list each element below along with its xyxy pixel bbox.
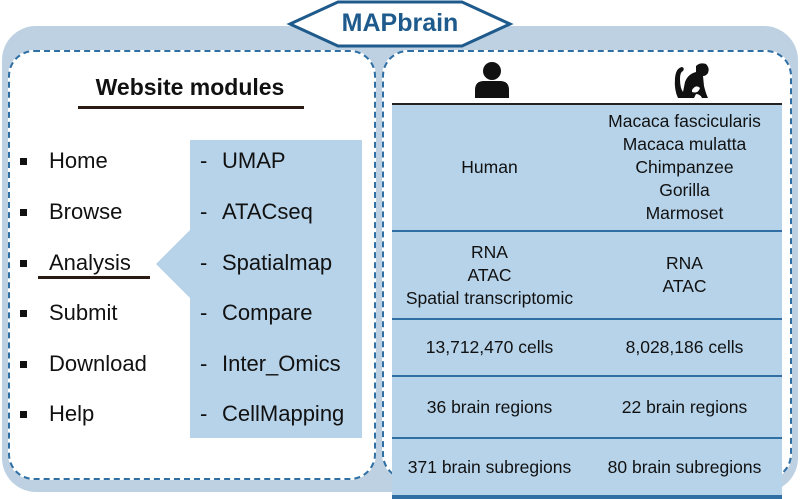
bullet-icon — [20, 208, 27, 216]
human-cell: 36 brain regions — [392, 377, 587, 437]
human-cell: 371 brain subregions — [392, 439, 587, 495]
app-title: MAPbrain — [341, 9, 459, 37]
dash-marker: - — [200, 199, 208, 224]
submenu-item-label: Inter_Omics — [222, 351, 341, 376]
human-cell: 13,712,470 cells — [392, 320, 587, 375]
table-row: 13,712,470 cells 8,028,186 cells — [392, 320, 782, 377]
submenu-item-spatialmap[interactable]: -Spatialmap — [200, 248, 332, 278]
menu-item-analysis[interactable]: Analysis — [20, 248, 131, 278]
dash-marker: - — [200, 148, 208, 173]
active-item-underline — [38, 276, 150, 279]
dash-marker: - — [200, 250, 208, 275]
table-row: 36 brain regions 22 brain regions — [392, 377, 782, 439]
bullet-icon — [20, 309, 27, 317]
cell-text: Macaca fascicularis — [608, 111, 761, 131]
human-cell: Human — [392, 105, 587, 230]
title-hexagon — [286, 0, 514, 48]
table-row: 371 brain subregions 80 brain subregions — [392, 439, 782, 499]
submenu-item-label: ATACseq — [222, 199, 313, 224]
cell-text: 13,712,470 cells — [425, 337, 554, 357]
cell-text: RNA — [666, 253, 703, 273]
nonhuman-cell: 80 brain subregions — [587, 439, 782, 495]
menu-item-label: Help — [49, 401, 95, 426]
menu-item-label: Submit — [49, 300, 118, 325]
submenu-item-label: UMAP — [222, 148, 286, 173]
nonhuman-cell: 22 brain regions — [587, 377, 782, 437]
bullet-icon — [20, 157, 27, 165]
cell-text: 36 brain regions — [426, 396, 553, 417]
bullet-icon — [20, 259, 27, 267]
analysis-submenu — [190, 140, 362, 438]
submenu-item-label: CellMapping — [222, 401, 345, 426]
menu-item-home[interactable]: Home — [20, 146, 108, 176]
menu-item-help[interactable]: Help — [20, 399, 94, 429]
submenu-item-compare[interactable]: -Compare — [200, 298, 312, 328]
nonhuman-cell: RNA ATAC — [587, 232, 782, 318]
nonhuman-cell: 8,028,186 cells — [587, 320, 782, 375]
cell-text: Human — [461, 157, 518, 177]
cell-text: ATAC — [467, 264, 512, 285]
bullet-icon — [20, 360, 27, 368]
dash-marker: - — [200, 401, 208, 426]
table-top-rule — [392, 103, 782, 106]
submenu-item-umap[interactable]: -UMAP — [200, 146, 286, 176]
menu-item-label: Home — [49, 148, 108, 173]
menu-item-label: Download — [49, 351, 147, 376]
cell-text: Spatial transcriptomic — [405, 287, 574, 308]
submenu-item-cellmapping[interactable]: -CellMapping — [200, 399, 344, 429]
cell-text: Chimpanzee — [635, 157, 734, 177]
cell-text: 8,028,186 cells — [625, 337, 744, 357]
menu-item-label: Analysis — [49, 250, 131, 275]
submenu-item-label: Compare — [222, 300, 313, 325]
heading-underline — [78, 106, 304, 109]
bullet-icon — [20, 410, 27, 418]
cell-text: RNA — [471, 241, 508, 262]
cell-text: Gorilla — [659, 180, 710, 200]
menu-item-label: Browse — [49, 199, 123, 224]
cell-text: Macaca mulatta — [622, 134, 747, 154]
submenu-callout-pointer — [156, 230, 190, 298]
dash-marker: - — [200, 300, 208, 325]
cell-text: 80 brain subregions — [607, 456, 762, 477]
menu-item-download[interactable]: Download — [20, 349, 147, 379]
submenu-item-inter_omics[interactable]: -Inter_Omics — [200, 349, 341, 379]
menu-item-submit[interactable]: Submit — [20, 298, 117, 328]
cell-text: 22 brain regions — [621, 396, 748, 417]
menu-item-browse[interactable]: Browse — [20, 197, 122, 227]
modules-heading: Website modules — [95, 74, 285, 100]
cell-text: 371 brain subregions — [407, 456, 572, 477]
submenu-item-label: Spatialmap — [222, 250, 333, 275]
human-icon — [475, 62, 509, 98]
cell-text: Marmoset — [645, 203, 724, 223]
monkey-icon — [674, 63, 709, 98]
cell-text: ATAC — [662, 276, 707, 296]
submenu-item-atacseq[interactable]: -ATACseq — [200, 197, 313, 227]
dash-marker: - — [200, 351, 208, 376]
